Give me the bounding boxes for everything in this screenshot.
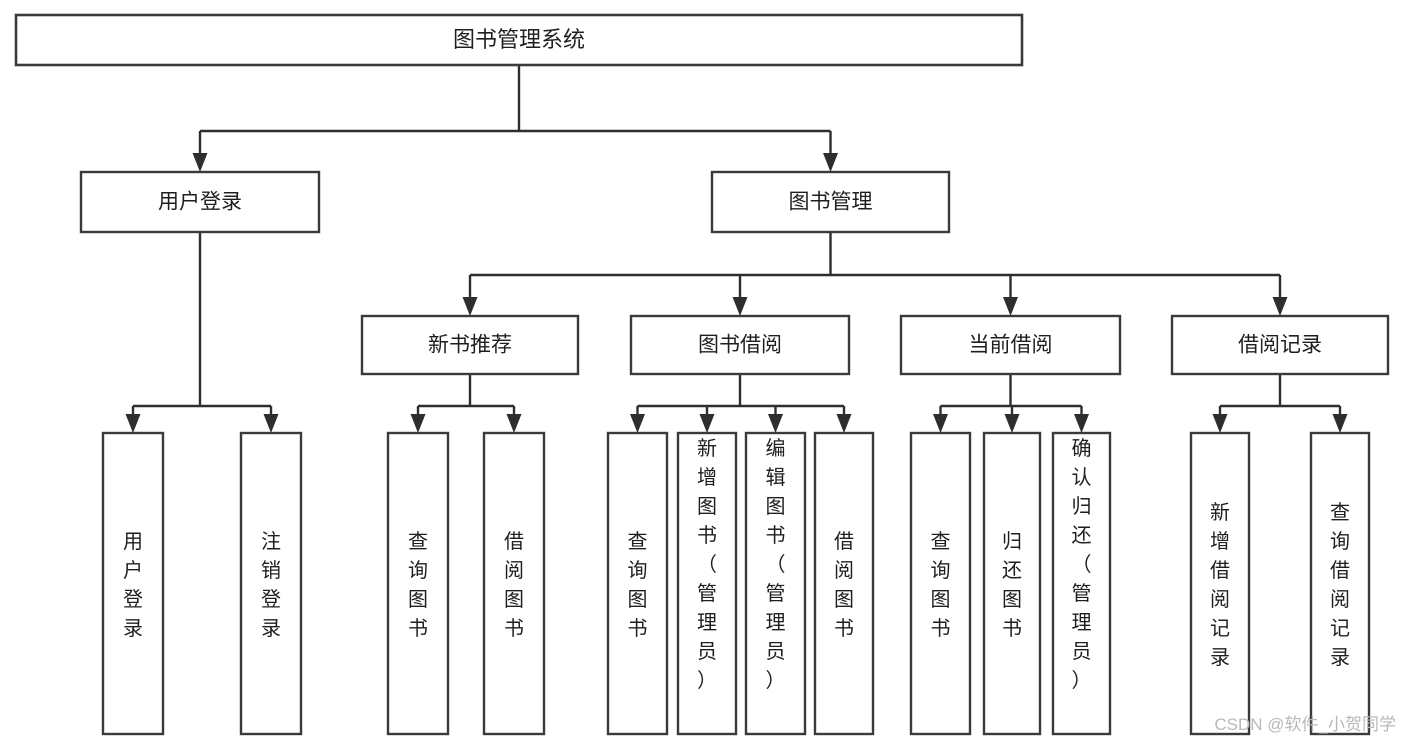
- node-book-borrow[interactable]: 图书借阅: [629, 314, 851, 376]
- node-leaf-user-logout[interactable]: 注销登录: [239, 431, 303, 736]
- node-label: 借阅图书: [834, 530, 854, 640]
- node-label: 当前借阅: [969, 334, 1053, 357]
- node-box[interactable]: [606, 431, 669, 736]
- connector-group-borrow-record: [1212, 374, 1348, 433]
- node-box[interactable]: [79, 170, 321, 234]
- node-leaf-borrow-lend[interactable]: 借阅图书: [813, 431, 875, 736]
- node-label: 新书推荐: [428, 334, 512, 357]
- node-label: 查询图书: [408, 530, 428, 640]
- connector-group-new-book-rec: [410, 374, 522, 433]
- node-leaf-borrow-add[interactable]: 新增图书（管理员）: [676, 431, 738, 736]
- node-root[interactable]: 图书管理系统: [14, 13, 1024, 67]
- node-box[interactable]: [360, 314, 580, 376]
- connector-arrow-icon: [1212, 414, 1228, 433]
- node-label: 新增借阅记录: [1210, 501, 1230, 669]
- node-label: 查询借阅记录: [1330, 501, 1350, 669]
- connector-group-root: [192, 65, 838, 172]
- node-box[interactable]: [14, 13, 1024, 67]
- node-label: 确认归还（管理员）: [1072, 437, 1092, 692]
- node-label: 新增图书（管理员）: [697, 437, 717, 692]
- csdn-watermark: CSDN @软件_小贺同学: [1214, 715, 1396, 734]
- node-label: 查询图书: [628, 530, 648, 640]
- node-leaf-current-query[interactable]: 查询图书: [909, 431, 972, 736]
- connector-arrow-icon: [1332, 414, 1348, 433]
- connector-arrow-icon: [768, 414, 783, 433]
- node-box[interactable]: [1170, 314, 1390, 376]
- connector-arrow-icon: [836, 414, 852, 433]
- node-box[interactable]: [909, 431, 972, 736]
- node-user-login[interactable]: 用户登录: [79, 170, 321, 234]
- connector-arrow-icon: [1074, 414, 1089, 433]
- connector-arrow-icon: [823, 153, 838, 172]
- node-label: 借阅图书: [504, 530, 524, 640]
- node-leaf-current-confirm[interactable]: 确认归还（管理员）: [1051, 431, 1112, 736]
- connector-arrow-icon: [1004, 414, 1020, 433]
- node-current-borrow[interactable]: 当前借阅: [899, 314, 1122, 376]
- node-label: 借阅记录: [1238, 334, 1322, 357]
- connector-arrow-icon: [462, 297, 478, 316]
- node-label: 查询图书: [931, 530, 951, 640]
- connector-arrow-icon: [1003, 297, 1018, 316]
- node-label: 编辑图书（管理员）: [766, 437, 786, 692]
- node-borrow-record[interactable]: 借阅记录: [1170, 314, 1390, 376]
- connector-arrow-icon: [1272, 297, 1288, 316]
- node-label: 用户登录: [123, 531, 143, 640]
- connector-layer: [125, 65, 1348, 433]
- node-leaf-borrow-edit[interactable]: 编辑图书（管理员）: [744, 431, 807, 736]
- node-leaf-current-return[interactable]: 归还图书: [982, 431, 1042, 736]
- node-box[interactable]: [899, 314, 1122, 376]
- node-leaf-user-login[interactable]: 用户登录: [101, 431, 165, 736]
- connector-group-book-manage: [462, 232, 1288, 316]
- node-box[interactable]: [239, 431, 303, 736]
- connector-arrow-icon: [732, 297, 748, 316]
- node-box[interactable]: [744, 431, 807, 736]
- node-leaf-rec-borrow[interactable]: 借阅图书: [482, 431, 546, 736]
- node-box[interactable]: [676, 431, 738, 736]
- node-box[interactable]: [982, 431, 1042, 736]
- node-box[interactable]: [482, 431, 546, 736]
- node-leaf-record-query[interactable]: 查询借阅记录: [1309, 431, 1371, 736]
- node-box[interactable]: [813, 431, 875, 736]
- node-book-manage[interactable]: 图书管理: [710, 170, 951, 234]
- node-label: 注销登录: [261, 530, 281, 640]
- node-label: 归还图书: [1002, 530, 1022, 640]
- node-leaf-rec-query[interactable]: 查询图书: [386, 431, 450, 736]
- connector-group-user-login: [125, 232, 279, 433]
- node-new-book-rec[interactable]: 新书推荐: [360, 314, 580, 376]
- connector-arrow-icon: [192, 153, 208, 172]
- node-box[interactable]: [629, 314, 851, 376]
- node-label: 图书管理: [789, 191, 873, 214]
- connector-group-book-borrow: [630, 374, 852, 433]
- connector-arrow-icon: [933, 414, 948, 433]
- node-box[interactable]: [1309, 431, 1371, 736]
- connector-arrow-icon: [410, 414, 426, 433]
- node-leaf-record-add[interactable]: 新增借阅记录: [1189, 431, 1251, 736]
- connector-arrow-icon: [125, 414, 141, 433]
- connector-arrow-icon: [263, 414, 279, 433]
- connector-arrow-icon: [506, 414, 522, 433]
- node-layer: 图书管理系统用户登录图书管理新书推荐图书借阅当前借阅借阅记录用户登录注销登录查询…: [14, 13, 1390, 736]
- node-box[interactable]: [101, 431, 165, 736]
- node-label: 用户登录: [158, 191, 242, 214]
- node-box[interactable]: [386, 431, 450, 736]
- connector-group-current-borrow: [933, 374, 1089, 433]
- node-box[interactable]: [710, 170, 951, 234]
- node-label: 图书借阅: [698, 334, 782, 357]
- node-box[interactable]: [1051, 431, 1112, 736]
- connector-arrow-icon: [630, 414, 645, 433]
- node-label: 图书管理系统: [453, 27, 585, 52]
- connector-arrow-icon: [699, 414, 715, 433]
- node-box[interactable]: [1189, 431, 1251, 736]
- node-leaf-borrow-query[interactable]: 查询图书: [606, 431, 669, 736]
